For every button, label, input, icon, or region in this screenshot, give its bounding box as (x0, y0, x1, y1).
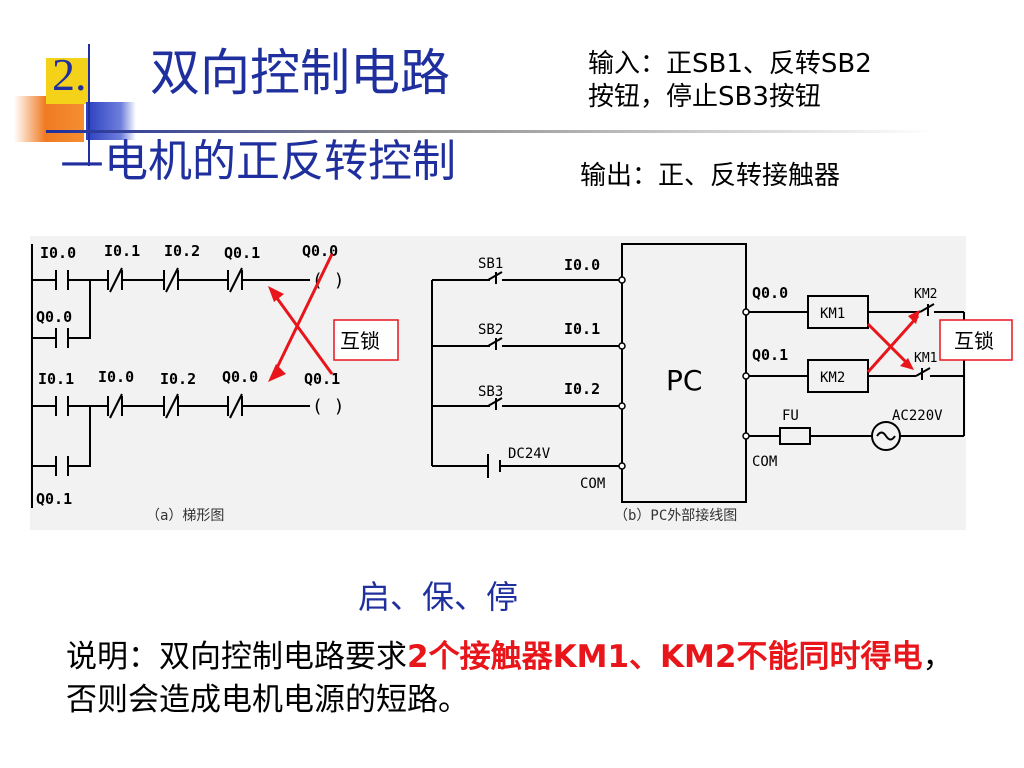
description-part-3: ，否则会造成电机电源的短路。 (66, 639, 954, 718)
input-line-1: 输入：正SB1、反转SB2 (588, 49, 872, 79)
deco-square-yellow (46, 58, 88, 104)
ladder-interlock-cross (268, 253, 334, 382)
wiring-sb2: SB2 (478, 322, 503, 338)
km2-coil (807, 359, 869, 393)
start-hold-stop-label: 启、保、停 (358, 578, 519, 616)
wiring-interlock-cross (866, 310, 920, 373)
ladder-r2-label-1: I0.0 (98, 368, 134, 386)
ladder-diagram (31, 244, 310, 508)
description-paragraph: 说明：双向控制电路要求2个接触器KM1、KM2不能同时得电，否则会造成电机电源的… (66, 636, 966, 722)
ladder-hold-label-1: Q0.0 (36, 308, 72, 326)
ladder-r1-label-2: I0.2 (164, 242, 200, 260)
ladder-hold-label-2: Q0.1 (36, 490, 72, 508)
ladder-r1-label-1: I0.1 (104, 242, 140, 260)
wiring-contact-km1: KM1 (914, 351, 937, 366)
ladder-r2-label-4: Q0.1 (304, 370, 340, 388)
wiring-fuse-label: FU (782, 408, 799, 424)
wiring-ac-label: AC220V (892, 408, 943, 424)
ladder-r2-label-0: I0.1 (38, 370, 74, 388)
wiring-input-1: I0.1 (564, 320, 600, 338)
output-description: 输出：正、反转接触器 (580, 161, 841, 191)
deco-square-blue (86, 102, 136, 140)
wiring-caption: （b）PC外部接线图 (614, 507, 737, 524)
title-number: 2. (52, 49, 87, 100)
wiring-coil-km2: KM2 (820, 370, 845, 386)
pc-terminals (618, 276, 750, 470)
ladder-r1-label-3: Q0.1 (224, 244, 260, 262)
wiring-sb3: SB3 (478, 384, 503, 400)
ladder-r2-label-3: Q0.0 (222, 368, 258, 386)
wiring-coil-km1: KM1 (820, 306, 845, 322)
description-part-1: 说明：双向控制电路要求 (66, 639, 407, 675)
wiring-sb1: SB1 (478, 256, 503, 272)
wiring-interlock-label: 互锁 (954, 329, 994, 353)
rung-1-hold-wire (32, 280, 91, 339)
fuse (779, 427, 811, 445)
page-subtitle: —电机的正反转控制 (60, 136, 456, 187)
km1-coil (807, 295, 869, 329)
wiring-input-2: I0.2 (564, 380, 600, 398)
input-description: 输入：正SB1、反转SB2 按钮，停止SB3按钮 (588, 48, 872, 113)
wiring-contact-km2: KM2 (914, 287, 937, 302)
ladder-r1-label-4: Q0.0 (302, 242, 338, 260)
rung-2-hold-wire (32, 406, 91, 467)
ladder-r1-label-0: I0.0 (40, 244, 76, 262)
ladder-caption: （a）梯形图 (146, 508, 224, 524)
wiring-dc-label: DC24V (508, 446, 551, 462)
wiring-interlock-box (939, 319, 1013, 361)
wiring-com-in: COM (580, 476, 605, 492)
wiring-output-1: Q0.1 (752, 346, 788, 364)
wiring-diagram (431, 243, 965, 503)
wiring-com-out: COM (752, 454, 777, 470)
pc-box (621, 243, 747, 503)
input-line-2: 按钮，停止SB3按钮 (588, 81, 821, 112)
ladder-interlock-label: 互锁 (340, 329, 380, 353)
description-highlight: 2个接触器KM1、KM2不能同时得电 (407, 639, 923, 675)
deco-vertical-line (88, 44, 90, 166)
wiring-labels: SB1 SB2 SB3 I0.0 I0.1 I0.2 Q0.0 Q0.1 PC … (478, 256, 943, 492)
wiring-output-0: Q0.0 (752, 284, 788, 302)
ladder-interlock-box (333, 319, 399, 361)
deco-horizontal-line (46, 130, 936, 133)
ladder-r2-label-2: I0.2 (160, 370, 196, 388)
page-title: 双向控制电路 (150, 44, 450, 102)
wiring-input-0: I0.0 (564, 256, 600, 274)
wiring-pc-label: PC (666, 364, 702, 397)
ladder-coil-2: ( ) (312, 396, 345, 417)
